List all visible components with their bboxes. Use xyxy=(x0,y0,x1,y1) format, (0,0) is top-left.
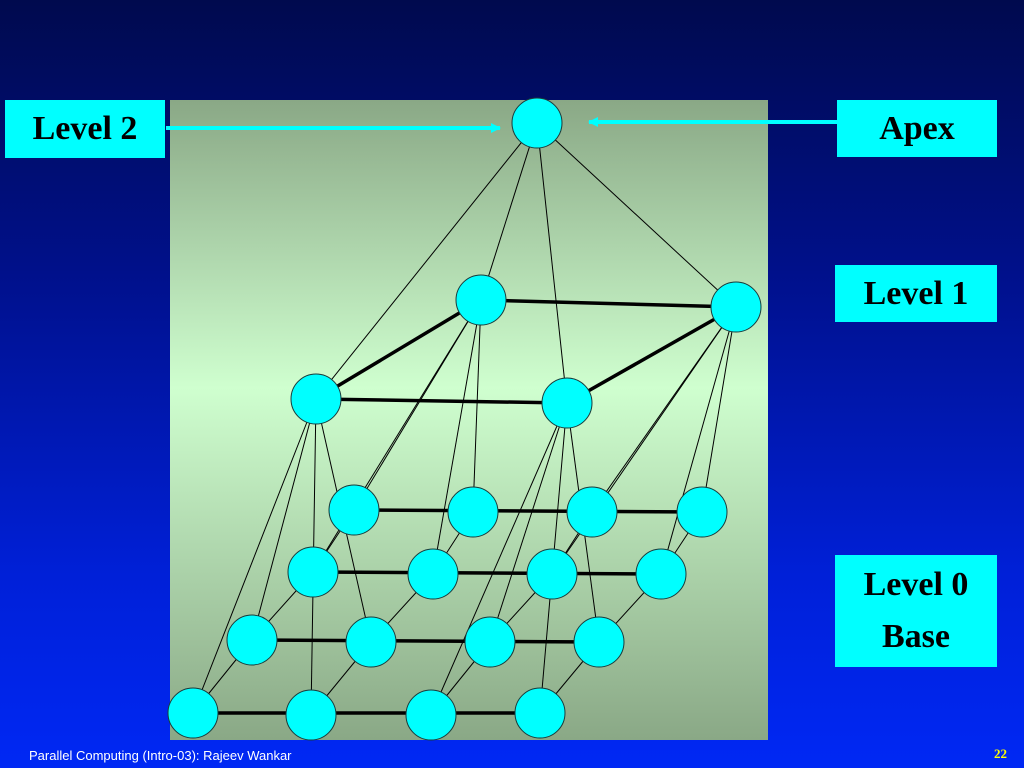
grid-thick-edges xyxy=(193,298,737,715)
level1-node xyxy=(290,373,342,425)
parent-child-edge xyxy=(251,398,317,641)
level0-label-text: Level 0 xyxy=(863,566,969,603)
level0-label: Level 0 Base xyxy=(835,555,997,667)
level1-edge xyxy=(315,397,568,405)
level0-node xyxy=(464,616,516,668)
level1-label-text: Level 1 xyxy=(863,274,969,312)
level0-node xyxy=(447,486,499,538)
level0-node xyxy=(345,616,397,668)
level0-node xyxy=(573,616,625,668)
level0-node xyxy=(285,689,337,741)
level0-node xyxy=(566,486,618,538)
parent-child-edge xyxy=(432,299,482,575)
level1-edge xyxy=(480,298,737,309)
level1-node xyxy=(541,377,593,429)
page-number: 22 xyxy=(994,746,1007,761)
level0-node xyxy=(405,689,457,741)
level0-node xyxy=(328,484,380,536)
parent-child-edge xyxy=(660,306,737,575)
level1-edge xyxy=(315,298,482,401)
level0-node xyxy=(287,546,339,598)
level2-label: Level 2 xyxy=(5,100,165,158)
parent-child-edge xyxy=(192,398,317,714)
level0-node xyxy=(226,614,278,666)
apex-edge xyxy=(536,122,568,404)
apex-edge xyxy=(536,122,737,308)
grid-row-edge xyxy=(353,508,703,514)
processor-nodes xyxy=(167,97,762,741)
level1-edge xyxy=(566,305,737,405)
footer-text: Parallel Computing (Intro-03): Rajeev Wa… xyxy=(29,748,292,763)
base-label-text: Base xyxy=(882,618,950,655)
apex-edge xyxy=(315,122,538,400)
level0-node xyxy=(407,548,459,600)
level0-node xyxy=(676,486,728,538)
level0-node xyxy=(526,548,578,600)
apex-label: Apex xyxy=(837,100,997,157)
level1-node xyxy=(455,274,507,326)
apex-label-text: Apex xyxy=(879,109,955,147)
level0-node xyxy=(514,687,566,739)
parent-child-edge xyxy=(472,299,482,513)
apex-edge xyxy=(480,122,538,301)
parent-child-edge xyxy=(701,306,737,513)
parent-child-edge xyxy=(489,402,568,643)
apex-node xyxy=(511,97,563,149)
level0-node xyxy=(167,687,219,739)
parent-child-edge xyxy=(430,402,568,716)
level2-label-text: Level 2 xyxy=(32,110,138,147)
grid-row-edge xyxy=(312,570,662,576)
level1-label: Level 1 xyxy=(835,265,997,322)
level0-node xyxy=(635,548,687,600)
level1-node xyxy=(710,281,762,333)
grid-row-edge xyxy=(251,638,600,644)
